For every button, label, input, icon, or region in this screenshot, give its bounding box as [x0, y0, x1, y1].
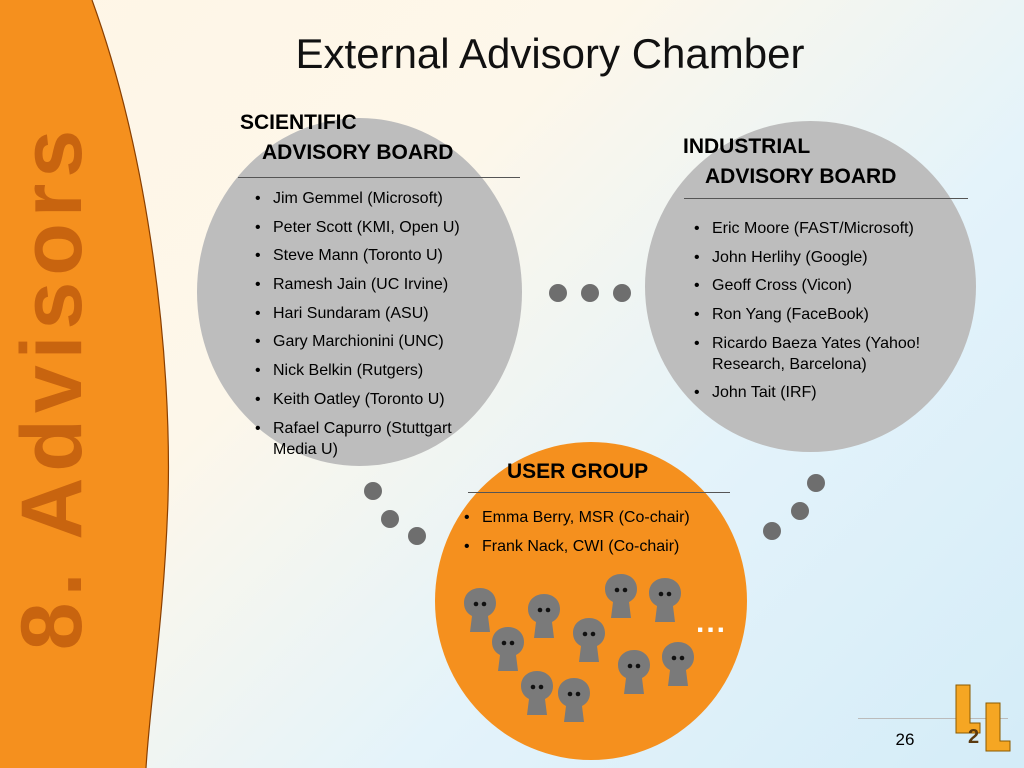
- connector-dot: [408, 527, 426, 545]
- user-group-members-list: Emma Berry, MSR (Co-chair) Frank Nack, C…: [464, 507, 754, 564]
- person-icon: [527, 593, 561, 639]
- connector-dot: [613, 284, 631, 302]
- section-label: 8. Advisors: [4, 123, 100, 651]
- list-item: Eric Moore (FAST/Microsoft): [694, 218, 984, 239]
- list-item: Frank Nack, CWI (Co-chair): [464, 536, 754, 557]
- svg-text:2: 2: [968, 726, 979, 748]
- list-item: Ramesh Jain (UC Irvine): [255, 274, 513, 295]
- connector-dot: [381, 510, 399, 528]
- connector-dot: [549, 284, 567, 302]
- list-item: Gary Marchionini (UNC): [255, 331, 513, 352]
- industrial-board-heading: INDUSTRIAL ADVISORY BOARD: [683, 132, 896, 192]
- list-item: Ron Yang (FaceBook): [694, 304, 984, 325]
- industrial-members-list: Eric Moore (FAST/Microsoft) John Herlihy…: [694, 218, 984, 411]
- person-icon: [604, 573, 638, 619]
- list-item: Peter Scott (KMI, Open U): [255, 217, 513, 238]
- scientific-heading-line1: SCIENTIFIC: [240, 111, 357, 134]
- person-icon: [520, 670, 554, 716]
- person-icon: [491, 626, 525, 672]
- left-orange-band: [0, 0, 170, 768]
- list-item: John Tait (IRF): [694, 382, 984, 403]
- list-item: Rafael Capurro (Stuttgart Media U): [255, 418, 483, 460]
- connector-dot: [763, 522, 781, 540]
- page-number: 26: [895, 730, 915, 749]
- user-group-heading-rule: [468, 492, 730, 493]
- list-item: Geoff Cross (Vicon): [694, 275, 984, 296]
- slide-title: External Advisory Chamber: [295, 30, 805, 77]
- scientific-board-heading: SCIENTIFIC ADVISORY BOARD: [240, 108, 453, 168]
- list-item: Keith Oatley (Toronto U): [255, 389, 513, 410]
- footer-rule: [858, 718, 1008, 719]
- list-item: Emma Berry, MSR (Co-chair): [464, 507, 754, 528]
- person-icon: [572, 617, 606, 663]
- more-users-ellipsis: ...: [696, 606, 728, 639]
- connector-dot: [364, 482, 382, 500]
- person-icon: [557, 677, 591, 723]
- list-item: Ricardo Baeza Yates (Yahoo! Research, Ba…: [694, 333, 974, 375]
- connector-dot: [581, 284, 599, 302]
- list-item: Hari Sundaram (ASU): [255, 303, 513, 324]
- list-item: John Herlihy (Google): [694, 247, 984, 268]
- scientific-heading-rule: [238, 177, 520, 178]
- person-icon: [617, 649, 651, 695]
- list-item: Nick Belkin (Rutgers): [255, 360, 513, 381]
- l2l-logo: 2: [955, 684, 1011, 752]
- industrial-heading-line1: INDUSTRIAL: [683, 135, 811, 158]
- list-item: Steve Mann (Toronto U): [255, 245, 513, 266]
- industrial-heading-line2: ADVISORY BOARD: [705, 165, 897, 188]
- user-group-heading: USER GROUP: [507, 460, 649, 483]
- industrial-heading-rule: [684, 198, 968, 199]
- connector-dot: [807, 474, 825, 492]
- list-item: Jim Gemmel (Microsoft): [255, 188, 513, 209]
- person-icon: [661, 641, 695, 687]
- scientific-members-list: Jim Gemmel (Microsoft) Peter Scott (KMI,…: [255, 188, 513, 467]
- person-icon: [648, 577, 682, 623]
- connector-dot: [791, 502, 809, 520]
- scientific-heading-line2: ADVISORY BOARD: [262, 141, 454, 164]
